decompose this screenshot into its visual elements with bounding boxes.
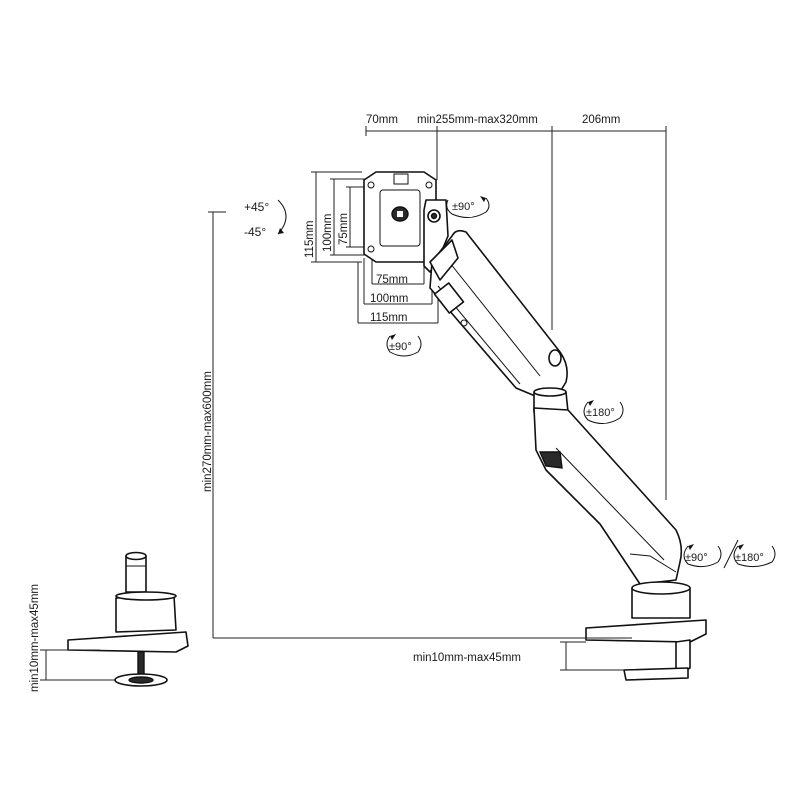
left-clamp-thickness-label: min10mm-max45mm [29,584,41,692]
right-clamp-thickness-label: min10mm-max45mm [413,652,521,664]
arm-length-label: min255mm-max320mm [417,114,538,126]
portrait-rotate-label: ±90° [389,341,412,353]
vesa-center-knob-detail [397,211,403,217]
right-base [585,581,707,681]
tilt-up-label: +45° [244,200,269,214]
right-base-plate [585,619,707,643]
lower-arm-foot [629,553,677,573]
vesa-h-100-label: 100mm [322,214,334,252]
head-swivel-arrow-icon [446,197,490,218]
left-clamp-column-top [115,591,177,601]
upper-arm-screw [460,319,468,327]
right-clamp-arm [675,639,691,673]
top-dimension-group: 70mm min255mm-max320mm 206mm [365,114,667,500]
portrait-rotate-indicator: ±90° [386,334,422,357]
upper-arm-cap [548,349,562,367]
vesa-w-75-label: 75mm [376,274,408,286]
upper-arm [429,229,568,399]
right-base-edge [585,639,691,643]
right-column-top [631,581,691,595]
vesa-hole [425,181,433,189]
base-rotate-arrow-icon [733,545,776,568]
left-clamp-pad-inner [128,676,154,684]
left-clamp-pole [125,555,147,593]
vesa-w-100-label: 100mm [370,293,408,305]
vesa-h-115-label: 115mm [304,221,316,259]
height-range-label: min270mm-max600mm [202,371,214,492]
base-rotate-label: ±180° [735,552,764,564]
portrait-rotate-arrowhead-icon [390,334,396,340]
lower-arm-edge [555,447,665,561]
vesa-dimension-group: 115mm 100mm 75mm 75mm 100mm 115mm [304,171,439,324]
vesa-hole [367,245,375,253]
right-clamp-foot [623,667,689,681]
tilt-arrow-icon [277,199,287,235]
tilt-down-label: -45° [244,225,266,239]
head-swivel-indicator: ±90° [446,196,490,218]
upper-arm-hinge [429,239,459,281]
right-clamp-dimension-group: min10mm-max45mm [413,641,624,671]
base-rotation-indicators: ±90° ±180° [683,539,776,569]
base-swivel-arrowhead-icon [688,544,694,550]
arm-joint-label: ±180° [586,407,615,419]
tilt-indicator: +45° -45° [244,199,287,239]
lower-arm-slot [538,451,563,469]
left-clamp-column [115,595,177,633]
lower-arm-body [533,407,683,585]
vesa-hole [367,181,375,189]
vesa-plate-window [379,189,421,247]
left-clamp-plate [67,631,189,653]
upper-arm-edge [445,257,541,377]
base-rotate-arrowhead-icon [738,544,744,550]
left-clamp-dimension-group: min10mm-max45mm [29,584,115,692]
upper-arm-slot [433,282,465,314]
base-offset-label: 206mm [582,114,620,126]
lower-arm [533,407,683,585]
left-clamp [67,551,189,687]
arm-joint-indicator: ±180° [583,400,624,424]
height-dimension-group: min270mm-max600mm [202,211,632,639]
tilt-arrowhead-icon [278,228,284,234]
top-offset-label: 70mm [366,114,398,126]
vesa-top-lug [393,173,409,185]
head-swivel-arrowhead-icon [480,196,486,202]
base-swivel-arrow-icon [683,545,722,568]
head-joint-knob-center [430,212,438,220]
arm-joint-arrowhead-icon [588,400,594,406]
portrait-rotate-arrow-icon [386,335,422,357]
head-swivel-label: ±90° [452,201,475,213]
vesa-h-75-label: 75mm [338,213,350,245]
elbow-joint-top [533,387,567,397]
base-swivel-label: ±90° [685,552,708,564]
arm-joint-arrow-icon [583,401,624,424]
vesa-w-115-label: 115mm [370,312,408,324]
left-clamp-pole-top [125,551,147,561]
base-rotation-separator [723,539,739,569]
